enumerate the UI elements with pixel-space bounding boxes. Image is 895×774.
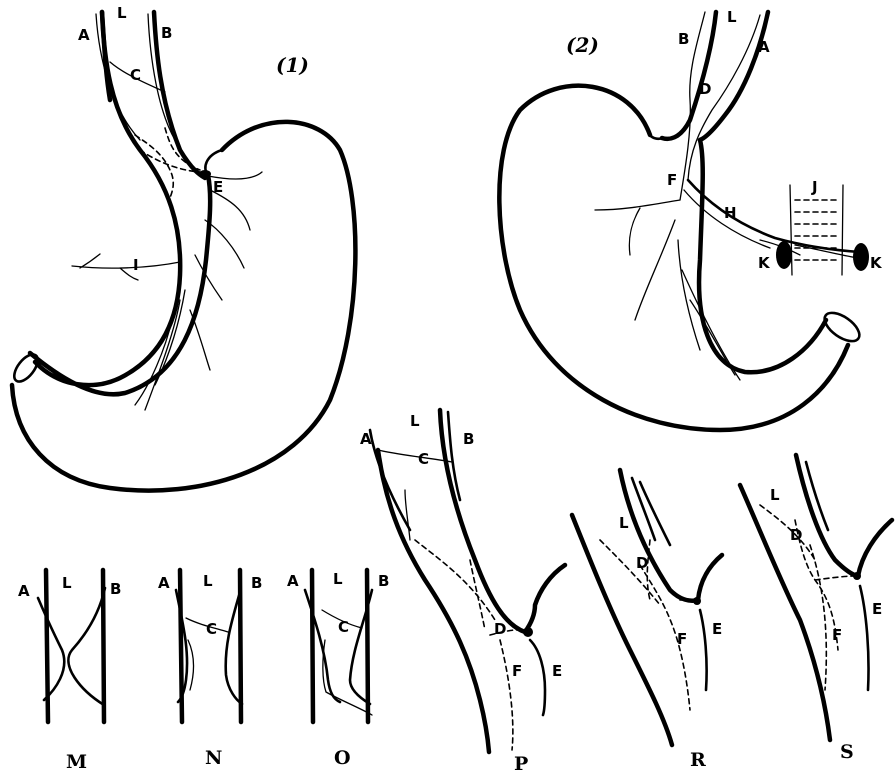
panel-o-label-b: B bbox=[378, 572, 389, 590]
panel-n-label-l: L bbox=[203, 572, 213, 590]
panel-p-label-l: L bbox=[410, 412, 420, 430]
figure-2-pylorus-ring bbox=[820, 307, 864, 346]
panel-p-label-c: C bbox=[418, 450, 429, 468]
panel-r-wall-left bbox=[572, 515, 672, 745]
panel-p-label-d: D bbox=[494, 620, 506, 638]
panel-p-fundus bbox=[525, 565, 565, 632]
figure-2-ganglion-k-right bbox=[853, 243, 869, 271]
panel-r: L D F E R bbox=[572, 470, 722, 771]
figure-1-pylorus-ring bbox=[10, 350, 42, 385]
panel-o-wall-left bbox=[312, 570, 313, 722]
panel-s-label-l: L bbox=[770, 486, 780, 504]
panel-s-ganglion bbox=[853, 572, 861, 580]
panel-s-dashed-branches bbox=[760, 505, 856, 690]
panel-p-curve bbox=[530, 640, 545, 715]
panel-r-wall-right bbox=[620, 470, 698, 601]
figure-2-label-j: J bbox=[811, 178, 818, 196]
figure-1-label-a: A bbox=[78, 26, 90, 44]
figure-1-esophagus-wall-left bbox=[102, 12, 110, 100]
panel-n-label-c: C bbox=[206, 620, 217, 638]
panel-o-label-l: L bbox=[333, 570, 343, 588]
panel-r-label-f: F bbox=[677, 630, 687, 648]
figure-2-label-a: A bbox=[758, 38, 770, 56]
figure-1-label-c: C bbox=[130, 66, 141, 84]
figure-2-label-b: B bbox=[678, 30, 689, 48]
panel-p-caption: P bbox=[514, 753, 528, 774]
panel-m-caption: M bbox=[66, 751, 87, 773]
panel-p-wall-right bbox=[440, 410, 525, 632]
panel-o-label-c: C bbox=[338, 618, 349, 636]
panel-r-caption: R bbox=[690, 749, 706, 771]
figure-2-spine-j-right bbox=[842, 185, 843, 275]
panel-r-curve bbox=[700, 610, 707, 690]
panel-p-nerve-a bbox=[370, 430, 410, 530]
figure-1-label-b: B bbox=[161, 24, 172, 42]
panel-n-caption: N bbox=[205, 747, 222, 769]
panel-p-label-e: E bbox=[552, 662, 562, 680]
figure-2-label-k-left: K bbox=[758, 254, 771, 272]
panel-s: L D F E S bbox=[740, 455, 892, 763]
panel-s-fundus bbox=[858, 520, 892, 576]
figure-1-stomach-outline bbox=[12, 12, 355, 491]
figure-1-gastric-branches bbox=[135, 172, 262, 410]
figure-2-label-k-right: K bbox=[870, 254, 883, 272]
panel-s-label-f: F bbox=[832, 626, 842, 644]
figure-2-spine-j-rings bbox=[795, 200, 838, 260]
panel-r-label-l: L bbox=[619, 514, 629, 532]
panel-m-label-l: L bbox=[62, 574, 72, 592]
panel-n-label-b: B bbox=[251, 574, 262, 592]
figure-1-label-i: I bbox=[133, 256, 139, 274]
panel-o-wall-right bbox=[367, 570, 368, 722]
panel-s-caption: S bbox=[840, 741, 854, 763]
figure-2-label-l: L bbox=[727, 8, 737, 26]
figure-1-number: (1) bbox=[276, 53, 309, 77]
panel-o-caption: O bbox=[334, 747, 351, 769]
figure-1-label-l: L bbox=[117, 4, 127, 22]
panel-s-label-d: D bbox=[790, 526, 802, 544]
panel-n-label-a: A bbox=[158, 574, 170, 592]
figure-2-label-h: H bbox=[724, 204, 737, 222]
panel-m-label-b: B bbox=[110, 580, 121, 598]
figure-2-nerve-to-k bbox=[760, 240, 858, 258]
panel-m-nerve-a bbox=[38, 598, 64, 700]
panel-p: A L B C D F E P bbox=[360, 410, 565, 774]
figure-2-nerve-h bbox=[688, 180, 860, 252]
panel-o-label-a: A bbox=[287, 572, 299, 590]
panel-m-label-a: A bbox=[18, 582, 30, 600]
panel-r-fundus bbox=[698, 555, 722, 600]
panel-p-label-f: F bbox=[512, 662, 522, 680]
panel-p-label-a: A bbox=[360, 430, 372, 448]
panel-r-label-e: E bbox=[712, 620, 722, 638]
panel-m: A L B M bbox=[18, 570, 121, 773]
panel-o: A L B C O bbox=[287, 570, 389, 769]
figure-2-label-f: F bbox=[667, 171, 677, 189]
panel-p-dashed-branches bbox=[415, 540, 528, 750]
panel-p-label-b: B bbox=[463, 430, 474, 448]
panel-s-label-e: E bbox=[872, 600, 882, 618]
panel-p-ganglion bbox=[523, 627, 533, 637]
panel-n: A L B C N bbox=[158, 570, 262, 769]
panel-r-ganglion bbox=[693, 597, 701, 605]
figure-2-ganglion-k-left bbox=[776, 241, 792, 269]
panel-p-wall-left bbox=[378, 450, 489, 752]
figure-1-label-e: E bbox=[213, 178, 223, 196]
figure-2-label-d: D bbox=[699, 80, 711, 98]
panel-s-curve bbox=[860, 586, 869, 690]
panel-r-label-d: D bbox=[636, 554, 648, 572]
figure-2-stomach: (2) B L A D F H J K K bbox=[499, 8, 883, 430]
figure-1-nerve-i bbox=[72, 254, 180, 280]
panel-m-nerve-b bbox=[68, 588, 105, 705]
figure-1-stomach: (1) A L B C E I bbox=[10, 4, 356, 491]
figure-2-number: (2) bbox=[566, 33, 599, 57]
